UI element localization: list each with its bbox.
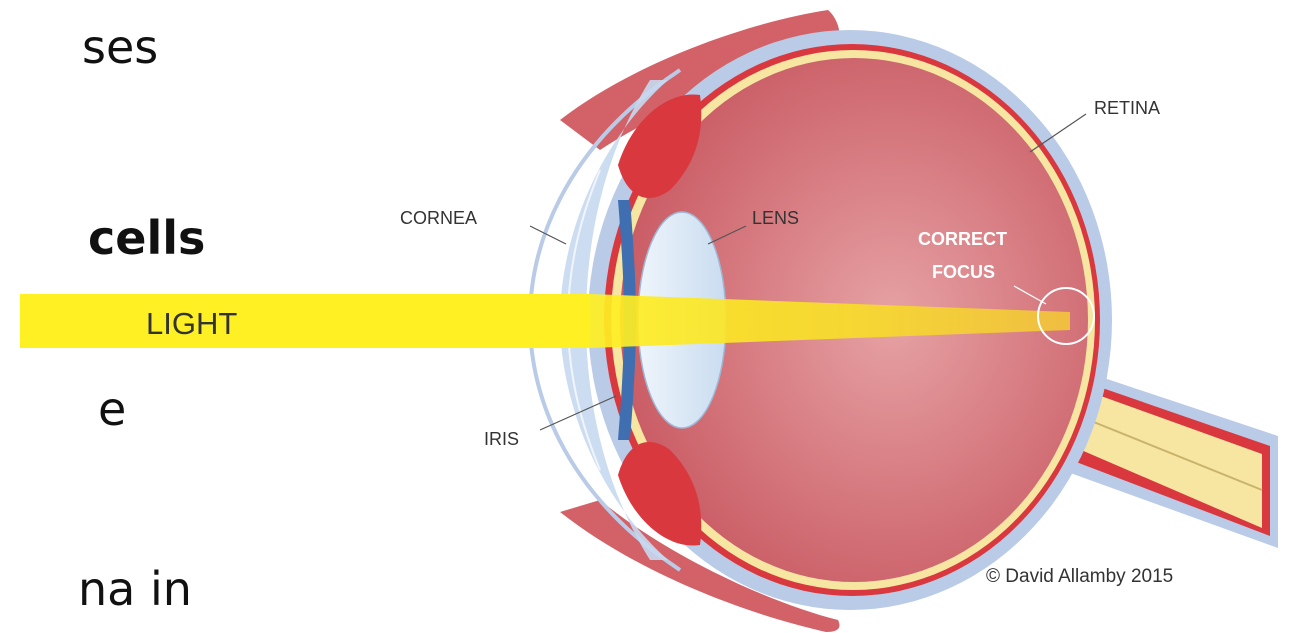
cornea-label: CORNEA	[400, 208, 477, 228]
focus-label: FOCUS	[932, 262, 995, 282]
retina-label: RETINA	[1094, 98, 1160, 118]
iris-label: IRIS	[484, 429, 519, 449]
light-beam-band	[20, 294, 590, 348]
copyright-credit: © David Allamby 2015	[986, 566, 1173, 587]
correct-label: CORRECT	[918, 229, 1007, 249]
light-label: LIGHT	[146, 306, 237, 341]
lens-label: LENS	[752, 208, 799, 228]
